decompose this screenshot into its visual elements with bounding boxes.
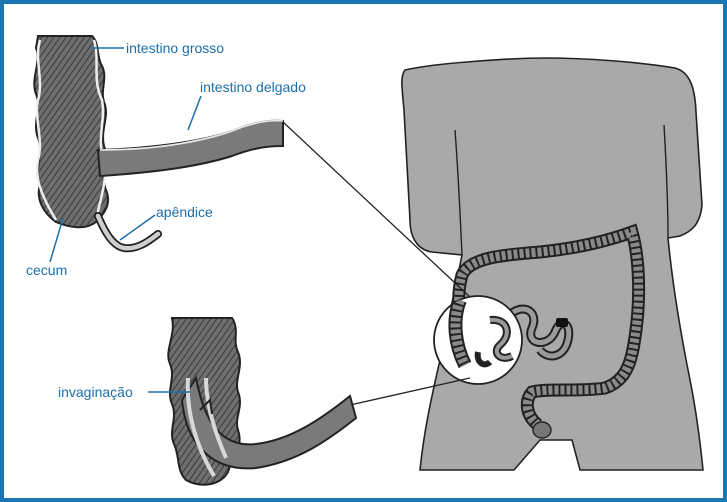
leader-intestino-delgado xyxy=(188,96,201,130)
label-cecum: cecum xyxy=(26,262,67,278)
torso-silhouette xyxy=(402,58,703,470)
label-small-intestine: intestino delgado xyxy=(200,79,306,95)
label-large-intestine: intestino grosso xyxy=(126,40,224,56)
leader-cecum xyxy=(50,218,63,262)
label-appendix: apêndice xyxy=(156,204,213,220)
rectum xyxy=(533,422,551,438)
ileum-end xyxy=(556,318,568,327)
small-intestine-closeup xyxy=(98,121,283,176)
label-intussusception: invaginação xyxy=(58,384,133,400)
